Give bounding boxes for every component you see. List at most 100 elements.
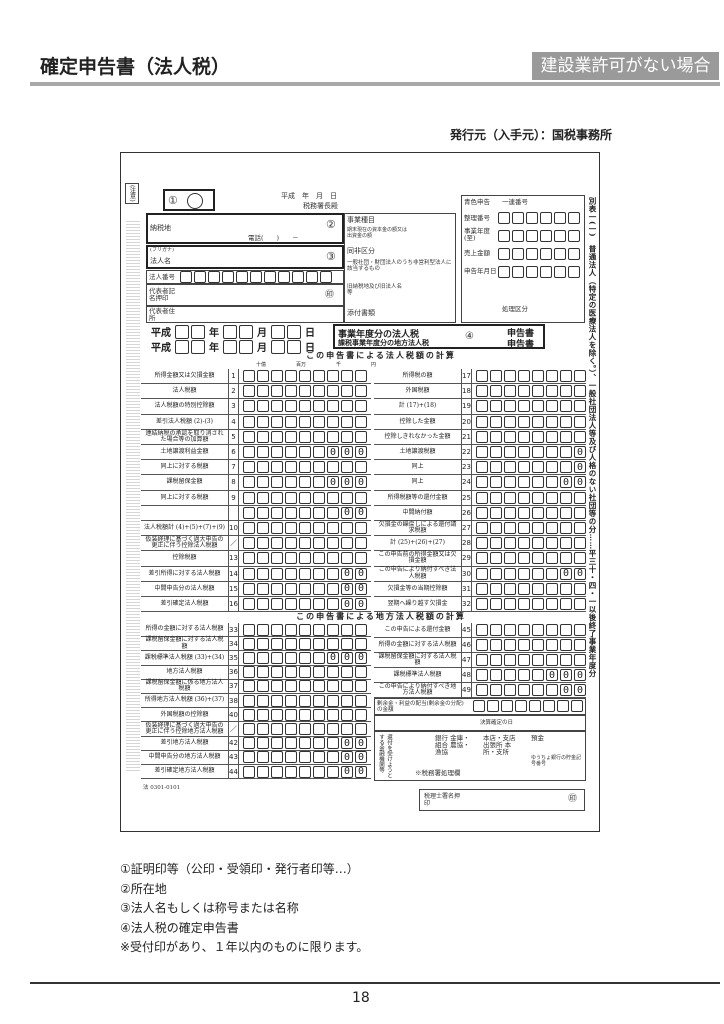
digit-box[interactable] bbox=[568, 266, 580, 278]
digit-box[interactable] bbox=[341, 552, 353, 565]
digit-box[interactable] bbox=[271, 637, 283, 650]
digit-box[interactable] bbox=[243, 415, 255, 428]
digit-box[interactable] bbox=[299, 415, 311, 428]
digit-box[interactable] bbox=[355, 522, 367, 535]
digit-box[interactable] bbox=[257, 680, 269, 693]
digit-box[interactable] bbox=[490, 476, 502, 489]
digit-box[interactable] bbox=[490, 385, 502, 398]
digit-box[interactable] bbox=[287, 339, 301, 354]
amount-input[interactable] bbox=[243, 722, 367, 735]
digit-box[interactable] bbox=[327, 666, 339, 679]
digit-box[interactable] bbox=[574, 598, 586, 611]
digit-box[interactable] bbox=[327, 651, 339, 664]
digit-box[interactable] bbox=[239, 324, 253, 339]
amount-input[interactable] bbox=[243, 400, 367, 413]
digit-box[interactable] bbox=[271, 446, 283, 459]
digit-box[interactable] bbox=[504, 385, 516, 398]
digit-box[interactable] bbox=[518, 446, 530, 459]
digit-box[interactable] bbox=[257, 476, 269, 489]
digit-box[interactable] bbox=[476, 400, 488, 413]
digit-box[interactable] bbox=[313, 522, 325, 535]
amount-input[interactable] bbox=[243, 476, 367, 489]
digit-box[interactable] bbox=[341, 461, 353, 474]
digit-box[interactable] bbox=[243, 765, 255, 778]
digit-box[interactable] bbox=[341, 737, 353, 750]
digit-box[interactable] bbox=[285, 522, 297, 535]
digit-box[interactable] bbox=[341, 623, 353, 636]
digit-box[interactable] bbox=[327, 461, 339, 474]
digit-box[interactable] bbox=[487, 700, 499, 712]
digit-box[interactable] bbox=[518, 491, 530, 504]
amount-input[interactable] bbox=[476, 385, 586, 398]
digit-box[interactable] bbox=[518, 567, 530, 580]
amount-input[interactable] bbox=[476, 582, 586, 595]
digit-box[interactable] bbox=[476, 654, 488, 666]
digit-box[interactable] bbox=[532, 669, 544, 681]
digit-box[interactable] bbox=[285, 400, 297, 413]
digit-box[interactable] bbox=[532, 370, 544, 383]
amount-input[interactable] bbox=[476, 370, 586, 383]
digit-box[interactable] bbox=[243, 637, 255, 650]
digit-box[interactable] bbox=[476, 370, 488, 383]
digit-box[interactable] bbox=[546, 537, 558, 550]
digit-box[interactable] bbox=[476, 567, 488, 580]
digit-box[interactable] bbox=[574, 684, 586, 696]
digit-box[interactable] bbox=[518, 654, 530, 666]
digit-box[interactable] bbox=[518, 522, 530, 535]
digit-box[interactable] bbox=[490, 461, 502, 474]
digit-box[interactable] bbox=[257, 598, 269, 611]
amount-input[interactable] bbox=[476, 598, 586, 611]
digit-box[interactable] bbox=[243, 567, 255, 580]
digit-box[interactable] bbox=[285, 666, 297, 679]
digit-box[interactable] bbox=[257, 430, 269, 443]
digit-box[interactable] bbox=[532, 506, 544, 519]
digit-box[interactable] bbox=[355, 765, 367, 778]
digit-box[interactable] bbox=[560, 669, 572, 681]
digit-box[interactable] bbox=[285, 552, 297, 565]
amount-input[interactable] bbox=[243, 637, 367, 650]
digit-box[interactable] bbox=[560, 461, 572, 474]
tax-accountant-signature[interactable]: 税理士署名押印 ㊞ bbox=[419, 789, 585, 811]
amount-input[interactable] bbox=[476, 430, 586, 443]
digit-box[interactable] bbox=[327, 446, 339, 459]
digit-box[interactable] bbox=[532, 684, 544, 696]
digit-box[interactable] bbox=[532, 567, 544, 580]
digit-box[interactable] bbox=[546, 370, 558, 383]
digit-box[interactable] bbox=[299, 476, 311, 489]
digit-box[interactable] bbox=[271, 680, 283, 693]
amount-input[interactable] bbox=[243, 537, 367, 550]
digit-box[interactable] bbox=[257, 446, 269, 459]
digit-box[interactable] bbox=[476, 522, 488, 535]
digit-box[interactable] bbox=[257, 415, 269, 428]
digit-box[interactable] bbox=[271, 385, 283, 398]
digit-box[interactable] bbox=[568, 230, 580, 242]
digit-box[interactable] bbox=[341, 637, 353, 650]
digit-box[interactable] bbox=[306, 271, 318, 283]
digit-box[interactable] bbox=[473, 700, 485, 712]
digit-box[interactable] bbox=[504, 567, 516, 580]
digit-box[interactable] bbox=[546, 430, 558, 443]
digit-box[interactable] bbox=[490, 654, 502, 666]
digit-box[interactable] bbox=[257, 708, 269, 721]
digit-box[interactable] bbox=[490, 582, 502, 595]
digit-box[interactable] bbox=[285, 582, 297, 595]
digit-box[interactable] bbox=[341, 506, 353, 519]
amount-input[interactable] bbox=[476, 415, 586, 428]
digit-box[interactable] bbox=[299, 537, 311, 550]
digit-box[interactable] bbox=[560, 370, 572, 383]
amount-input[interactable] bbox=[243, 765, 367, 778]
digit-box[interactable] bbox=[476, 385, 488, 398]
digit-box[interactable] bbox=[341, 385, 353, 398]
digit-box[interactable] bbox=[299, 623, 311, 636]
amount-input[interactable] bbox=[243, 737, 367, 750]
digit-box[interactable] bbox=[327, 722, 339, 735]
digit-box[interactable] bbox=[546, 385, 558, 398]
digit-box[interactable] bbox=[498, 212, 510, 224]
digit-box[interactable] bbox=[285, 370, 297, 383]
digit-box[interactable] bbox=[355, 637, 367, 650]
digit-box[interactable] bbox=[313, 751, 325, 764]
digit-box[interactable] bbox=[498, 248, 510, 260]
digit-box[interactable] bbox=[327, 491, 339, 504]
digit-box[interactable] bbox=[250, 271, 262, 283]
digit-box[interactable] bbox=[341, 751, 353, 764]
